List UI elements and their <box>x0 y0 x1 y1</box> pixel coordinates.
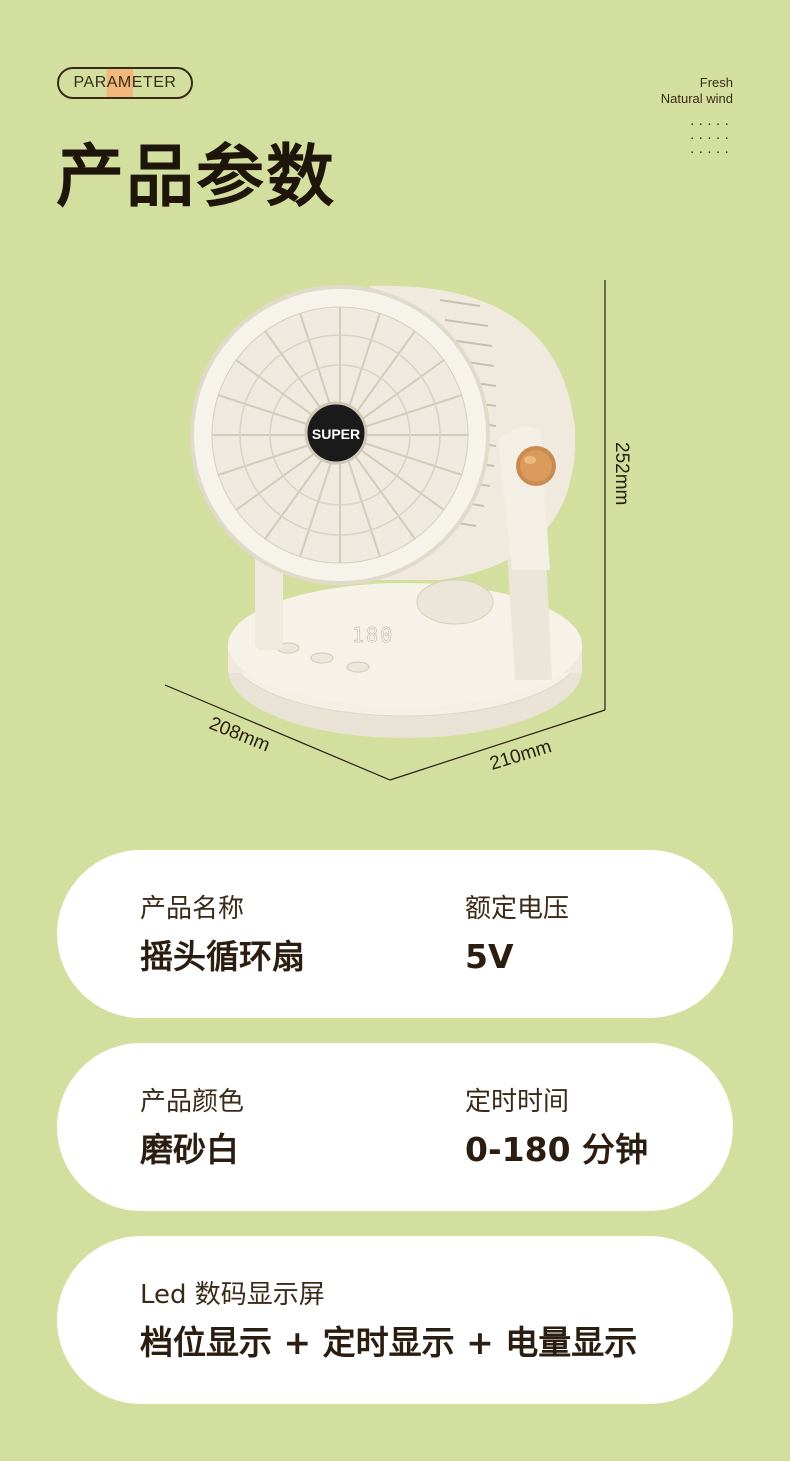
dimension-depth-label: 210mm <box>487 736 554 775</box>
voltage-label: 额定电压 <box>465 894 570 924</box>
decorative-dots: ··············· <box>688 118 732 159</box>
led-display-label: Led 数码显示屏 <box>140 1280 325 1310</box>
parameter-tag: PARAMETER <box>57 67 193 99</box>
product-color-label: 产品颜色 <box>140 1087 245 1117</box>
fan-display-digits: 180 <box>352 623 394 647</box>
page-title: 产品参数 <box>56 138 337 217</box>
fan-product-image: 180 <box>164 280 632 781</box>
brand-line-2: Natural wind <box>660 91 733 106</box>
voltage-value: 5V <box>465 937 514 976</box>
brand-slogan: Fresh Natural wind <box>661 75 733 107</box>
dimension-height-label: 252mm <box>611 442 632 505</box>
fan-button-2 <box>310 652 334 664</box>
product-color-value: 磨砂白 <box>140 1130 239 1169</box>
spec-card-display: Led 数码显示屏 档位显示 + 定时显示 + 电量显示 <box>57 1236 733 1404</box>
dimension-width-label: 208mm <box>206 713 273 756</box>
led-display-value: 档位显示 + 定时显示 + 电量显示 <box>140 1323 638 1362</box>
timer-label: 定时时间 <box>465 1087 570 1117</box>
timer-value: 0-180 分钟 <box>465 1130 649 1169</box>
brand-line-1: Fresh <box>699 75 733 90</box>
fan-button-3 <box>346 661 370 673</box>
fan-logo-text: SUPER <box>312 426 360 442</box>
spec-card-color-timer: 产品颜色 磨砂白 定时时间 0-180 分钟 <box>57 1043 733 1211</box>
spec-card-name-voltage: 产品名称 摇头循环扇 额定电压 5V <box>57 850 733 1018</box>
product-name-value: 摇头循环扇 <box>140 937 305 976</box>
product-name-label: 产品名称 <box>140 894 245 924</box>
